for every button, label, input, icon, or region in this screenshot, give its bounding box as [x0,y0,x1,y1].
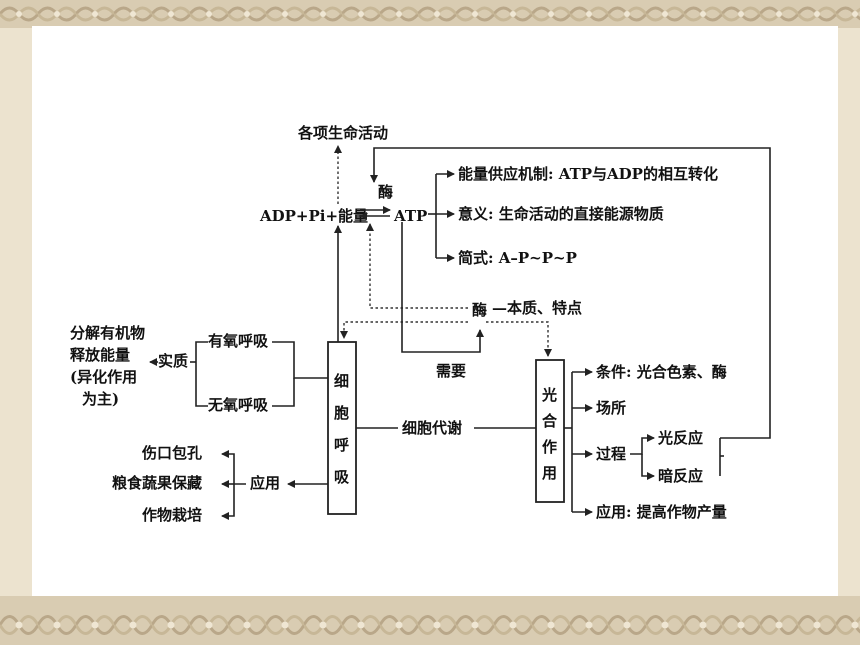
process-label: 过程 [596,445,626,463]
enzyme-desc-label: —本质、特点 [492,299,582,317]
need-label: 需要 [436,362,466,380]
essence-text-1: 分解有机物 [70,324,145,342]
app-link-3 [221,484,235,520]
enzyme-to-photosynthesis-dotted [486,321,552,357]
enzyme-label: 酶 [472,301,487,319]
life-activities-label: 各项生命活动 [297,124,388,142]
anaerobic-link [272,378,295,407]
aerobic-label: 有氧呼吸 [208,332,269,350]
dark-reaction-label: 暗反应 [658,467,703,485]
app-item-3: 作物栽培 [142,506,202,524]
app-item-1: 伤口包孔 [141,444,202,462]
light-reaction-label: 光反应 [657,429,703,447]
respiration-type-bracket [195,341,208,407]
application-label: 应用 [250,474,280,492]
app-item-2: 粮食蔬果保藏 [112,474,202,492]
content-panel: 各项生命活动 酶 ADP+Pi+能量 ATP 能量供应机制: ATP与ADP的相… [32,26,838,596]
photosynthesis-char-2: 合 [541,412,558,430]
place-label: 场所 [596,399,626,417]
photo-application-label: 应用: 提高作物产量 [596,503,727,521]
need-connector [401,222,484,353]
conditions-label: 条件: 光合色素、酶 [595,363,727,381]
meaning-label: 意义: 生命活动的直接能源物质 [458,205,664,223]
essence-label: 实质 [158,352,188,370]
respiration-char-3: 呼 [334,436,349,454]
enzyme-top-label: 酶 [378,183,393,201]
light-reaction-to-atp-loop [370,147,771,439]
respiration-char-4: 吸 [334,468,350,486]
photosynthesis-box [535,359,565,503]
mechanism-label: 能量供应机制: ATP与ADP的相互转化 [458,165,718,183]
enzyme-to-equilibrium-dotted [366,223,468,309]
to-light-reaction [630,434,655,455]
photosynthesis-char-3: 作 [542,438,557,456]
essence-text-4: 为主) [82,390,119,408]
app-link-1 [221,450,246,485]
atp-label: ATP [393,207,427,225]
concept-map: 各项生命活动 酶 ADP+Pi+能量 ATP 能量供应机制: ATP与ADP的相… [70,124,771,524]
photosynthesis-char-4: 用 [542,464,557,482]
aerobic-link [272,341,328,379]
respiration-char-2: 胞 [333,404,349,422]
formula-label: 简式: A–P~P~P [458,249,577,267]
anaerobic-label: 无氧呼吸 [207,396,269,414]
essence-text-2: 释放能量 [70,346,130,364]
respiration-char-1: 细 [334,372,349,390]
to-dark-reaction [641,454,655,480]
adp-label: ADP+Pi+能量 [259,207,368,225]
essence-text-3: (异化作用 [70,368,137,386]
enzyme-to-respiration-dotted [340,321,468,339]
photosynthesis-char-1: 光 [541,386,557,404]
cell-respiration-box [327,341,357,515]
cell-metabolism-label: 细胞代谢 [402,419,462,437]
